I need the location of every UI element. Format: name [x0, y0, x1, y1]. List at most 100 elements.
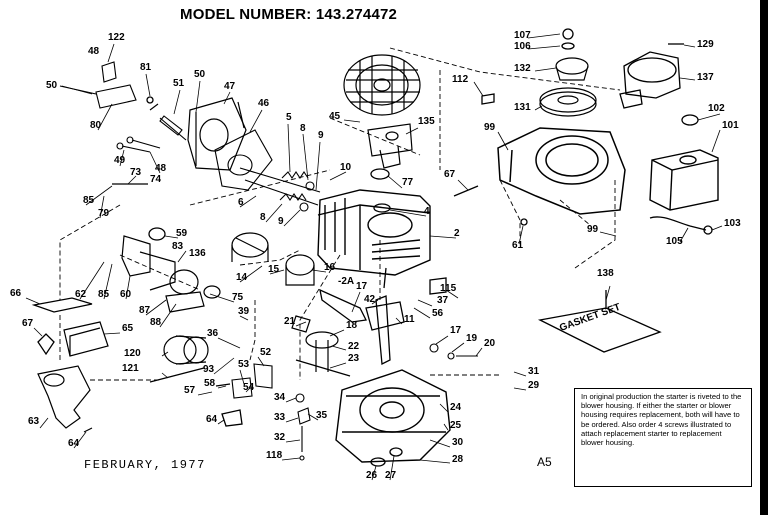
part-number-p8a: 8: [300, 123, 306, 134]
part-number-p121: 121: [122, 363, 139, 374]
leader-lines: [25, 33, 723, 481]
governor-shaft: [295, 393, 311, 461]
bracket-64: [221, 409, 243, 427]
part-number-p99a: 99: [484, 122, 496, 133]
diagram-title: MODEL NUMBER: 143.274472: [180, 6, 398, 23]
part-number-p5: 5: [286, 112, 292, 123]
part-number-p17b: 17: [450, 325, 462, 336]
part-number-p37: 37: [437, 295, 449, 306]
part-number-p36: 36: [207, 328, 219, 339]
part-number-p8b: 8: [260, 212, 266, 223]
piston: [285, 254, 315, 286]
screw-61: [520, 218, 528, 226]
part-number-p102: 102: [708, 103, 725, 114]
part-number-p115: 115: [440, 283, 457, 294]
part-number-p2a: -2A: [338, 276, 354, 287]
shaft-23: [295, 359, 351, 377]
part-number-p19: 19: [466, 333, 478, 344]
part-number-p46: 46: [258, 98, 270, 109]
part-number-p66: 66: [10, 288, 22, 299]
production-note: In original production the starter is ri…: [574, 388, 752, 487]
screw-81: [146, 96, 154, 104]
part-number-p79: 79: [98, 208, 110, 219]
cylinder-head-gasket: [214, 129, 273, 191]
washer-77: [370, 168, 390, 180]
camshaft-gear: [291, 315, 339, 372]
part-number-p61: 61: [512, 240, 524, 251]
part-number-p101: 101: [722, 120, 739, 131]
part-number-p74: 74: [150, 174, 162, 185]
connecting-rod: [319, 288, 367, 323]
part-number-p118: 118: [266, 450, 283, 461]
part-number-p51: 51: [173, 78, 185, 89]
part-number-p77: 77: [402, 177, 414, 188]
part-number-p50b: 50: [194, 69, 206, 80]
part-number-p135: 135: [418, 116, 435, 127]
part-number-p63: 63: [28, 416, 40, 427]
part-number-p138: 138: [597, 268, 614, 279]
part-number-p85b: 85: [98, 289, 110, 300]
part-number-p122: 122: [108, 32, 125, 43]
part-number-p25: 25: [450, 420, 462, 431]
part-number-p106: 106: [514, 41, 531, 52]
part-number-p53: 53: [238, 359, 250, 370]
part-number-p11: 11: [404, 314, 415, 325]
part-number-p56: 56: [432, 308, 444, 319]
governor-lever: [231, 363, 273, 399]
engine-base: [335, 369, 451, 463]
piston-rings: [231, 232, 269, 262]
part-number-p64b: 64: [68, 438, 80, 449]
screw-58: [215, 383, 231, 387]
part-number-p20: 20: [484, 338, 496, 349]
carburetor: [121, 235, 221, 313]
part-number-p49: 49: [114, 155, 126, 166]
part-number-p34: 34: [274, 392, 286, 403]
fuel-line: [649, 216, 707, 231]
part-number-p73: 73: [130, 167, 142, 178]
part-number-p57: 57: [184, 385, 196, 396]
part-number-p67b: 67: [444, 169, 456, 180]
starter-cup: [555, 57, 589, 81]
part-number-p39: 39: [238, 306, 250, 317]
spark-plug: [149, 103, 187, 141]
primer-67: [453, 185, 479, 197]
starter-pulley: [539, 87, 597, 117]
part-number-p32: 32: [274, 432, 286, 443]
part-number-p50a: 50: [46, 80, 58, 91]
part-number-p132: 132: [514, 63, 531, 74]
rewind-starter: [619, 51, 681, 109]
fuel-tank: [649, 149, 719, 211]
part-number-p21: 21: [284, 316, 296, 327]
part-number-p129: 129: [697, 39, 714, 50]
valve-assembly: [239, 167, 321, 212]
breather-59: [148, 227, 166, 241]
part-number-p54: 54: [243, 382, 255, 393]
part-115: [429, 277, 447, 295]
part-number-p87: 87: [139, 305, 151, 316]
wire-terminal: [59, 61, 137, 109]
crankshaft: [365, 267, 405, 366]
fuel-cap-102: [681, 114, 699, 126]
part-number-p47: 47: [224, 81, 236, 92]
bracket-screws: [116, 136, 161, 153]
part-number-p59: 59: [176, 228, 188, 239]
part-number-p16: 16: [324, 262, 336, 273]
muffler-120: [163, 335, 209, 365]
part-number-p137: 137: [697, 72, 714, 83]
part-number-p28: 28: [452, 454, 464, 465]
part-number-p14: 14: [236, 272, 248, 283]
flywheel: [343, 54, 421, 116]
part-number-p62: 62: [75, 289, 87, 300]
part-number-p10: 10: [340, 162, 352, 173]
air-cleaner: [31, 297, 109, 433]
cylinder-block: [317, 189, 431, 276]
primer-bulb: [37, 333, 55, 356]
part-number-p18: 18: [346, 320, 358, 331]
part-number-p103: 103: [724, 218, 741, 229]
part-number-p64a: 64: [206, 414, 218, 425]
part-number-p80: 80: [90, 120, 102, 131]
part-number-p99b: 99: [587, 224, 599, 235]
part-number-p27: 27: [385, 470, 397, 481]
